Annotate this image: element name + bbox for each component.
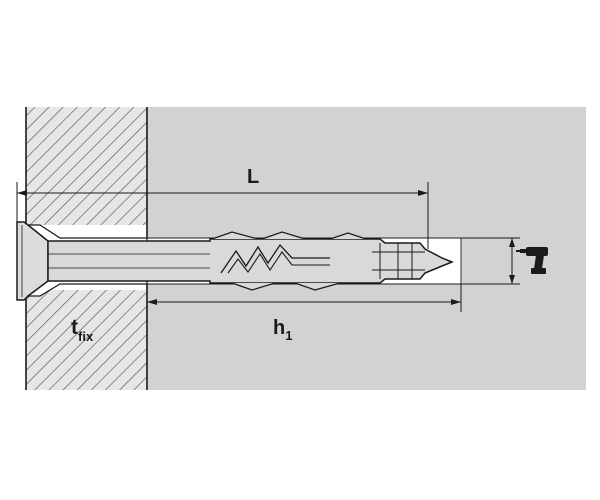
fixture-hatched-upper bbox=[26, 107, 147, 225]
length-label: L bbox=[247, 166, 259, 188]
anchor-fin-bottom-1 bbox=[231, 282, 276, 291]
power-drill-icon bbox=[516, 247, 548, 274]
dimension-h1-arrow-left bbox=[147, 299, 157, 305]
anchor-sleeve bbox=[47, 238, 455, 284]
dimension-d0-arrow-top bbox=[509, 238, 515, 247]
dimension-L-arrow-right bbox=[418, 190, 428, 196]
embedment-label: h1 bbox=[273, 317, 292, 343]
embedment-label-main: h bbox=[273, 317, 285, 339]
fixture-thickness-sub: fix bbox=[78, 329, 94, 344]
expansion-zigzag bbox=[220, 243, 330, 274]
expansion-zigzag-inner bbox=[227, 251, 330, 274]
dimension-d0-arrow-bottom bbox=[509, 275, 515, 284]
anchor-fin-top-3 bbox=[329, 232, 367, 240]
anchor-fin-top-2 bbox=[261, 231, 306, 240]
embedment-label-sub: 1 bbox=[285, 328, 292, 343]
dimension-L-arrow-left bbox=[17, 190, 27, 196]
dimension-h1-arrow-right bbox=[451, 299, 461, 305]
anchor-fin-top-1 bbox=[211, 231, 259, 240]
anchor-fin-bottom-2 bbox=[294, 282, 341, 291]
fixture-hatched-lower bbox=[26, 290, 147, 390]
fixture-thickness-label: tfix bbox=[71, 316, 94, 344]
fixture-thickness-main: t bbox=[71, 316, 78, 339]
